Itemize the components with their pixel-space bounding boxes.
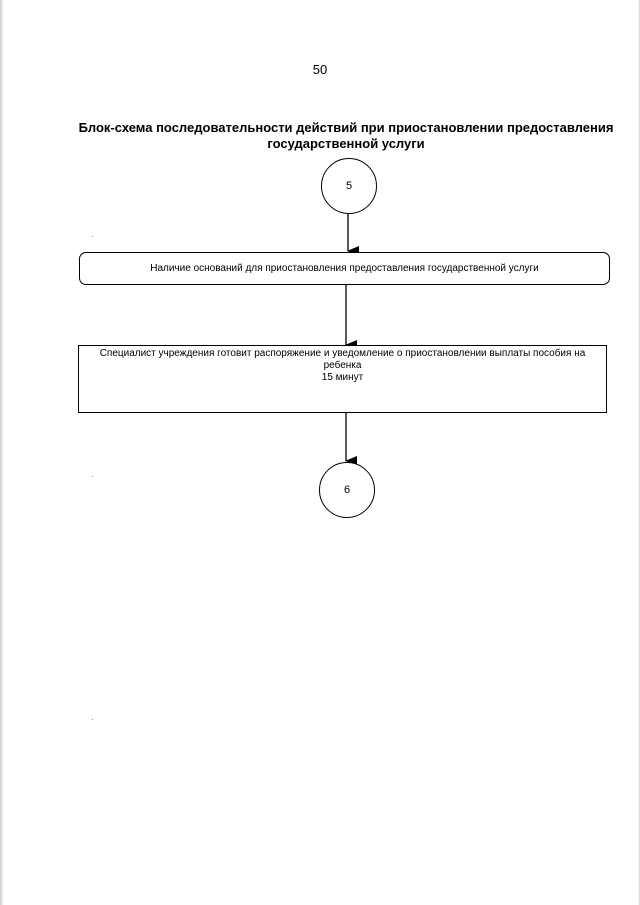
- end-connector: 6: [319, 462, 375, 518]
- step-suspension-grounds: Наличие оснований для приостановления пр…: [79, 252, 610, 285]
- step-prepare-order: Специалист учреждения готовит распоряжен…: [78, 345, 607, 413]
- step-prepare-order-line-1: Специалист учреждения готовит распоряжен…: [99, 348, 586, 359]
- page-title: Блок-схема последовательности действий п…: [60, 120, 632, 152]
- page-number: 50: [312, 62, 328, 77]
- end-connector-label: 6: [343, 484, 351, 496]
- scan-speck: ·: [91, 231, 94, 241]
- step-prepare-order-duration: 15 минут: [321, 372, 364, 383]
- start-connector-label: 5: [345, 180, 353, 192]
- start-connector: 5: [321, 158, 377, 214]
- step-suspension-grounds-label: Наличие оснований для приостановления пр…: [150, 262, 539, 274]
- scan-edge-right: [638, 0, 640, 905]
- scan-speck: ·: [91, 714, 94, 724]
- page-title-line-1: Блок-схема последовательности действий п…: [78, 120, 614, 135]
- scan-edge-left: [0, 0, 3, 905]
- step-prepare-order-line-2: ребенка: [323, 360, 362, 371]
- page-title-line-2: государственной услуги: [267, 136, 425, 151]
- scan-speck: ·: [91, 471, 94, 481]
